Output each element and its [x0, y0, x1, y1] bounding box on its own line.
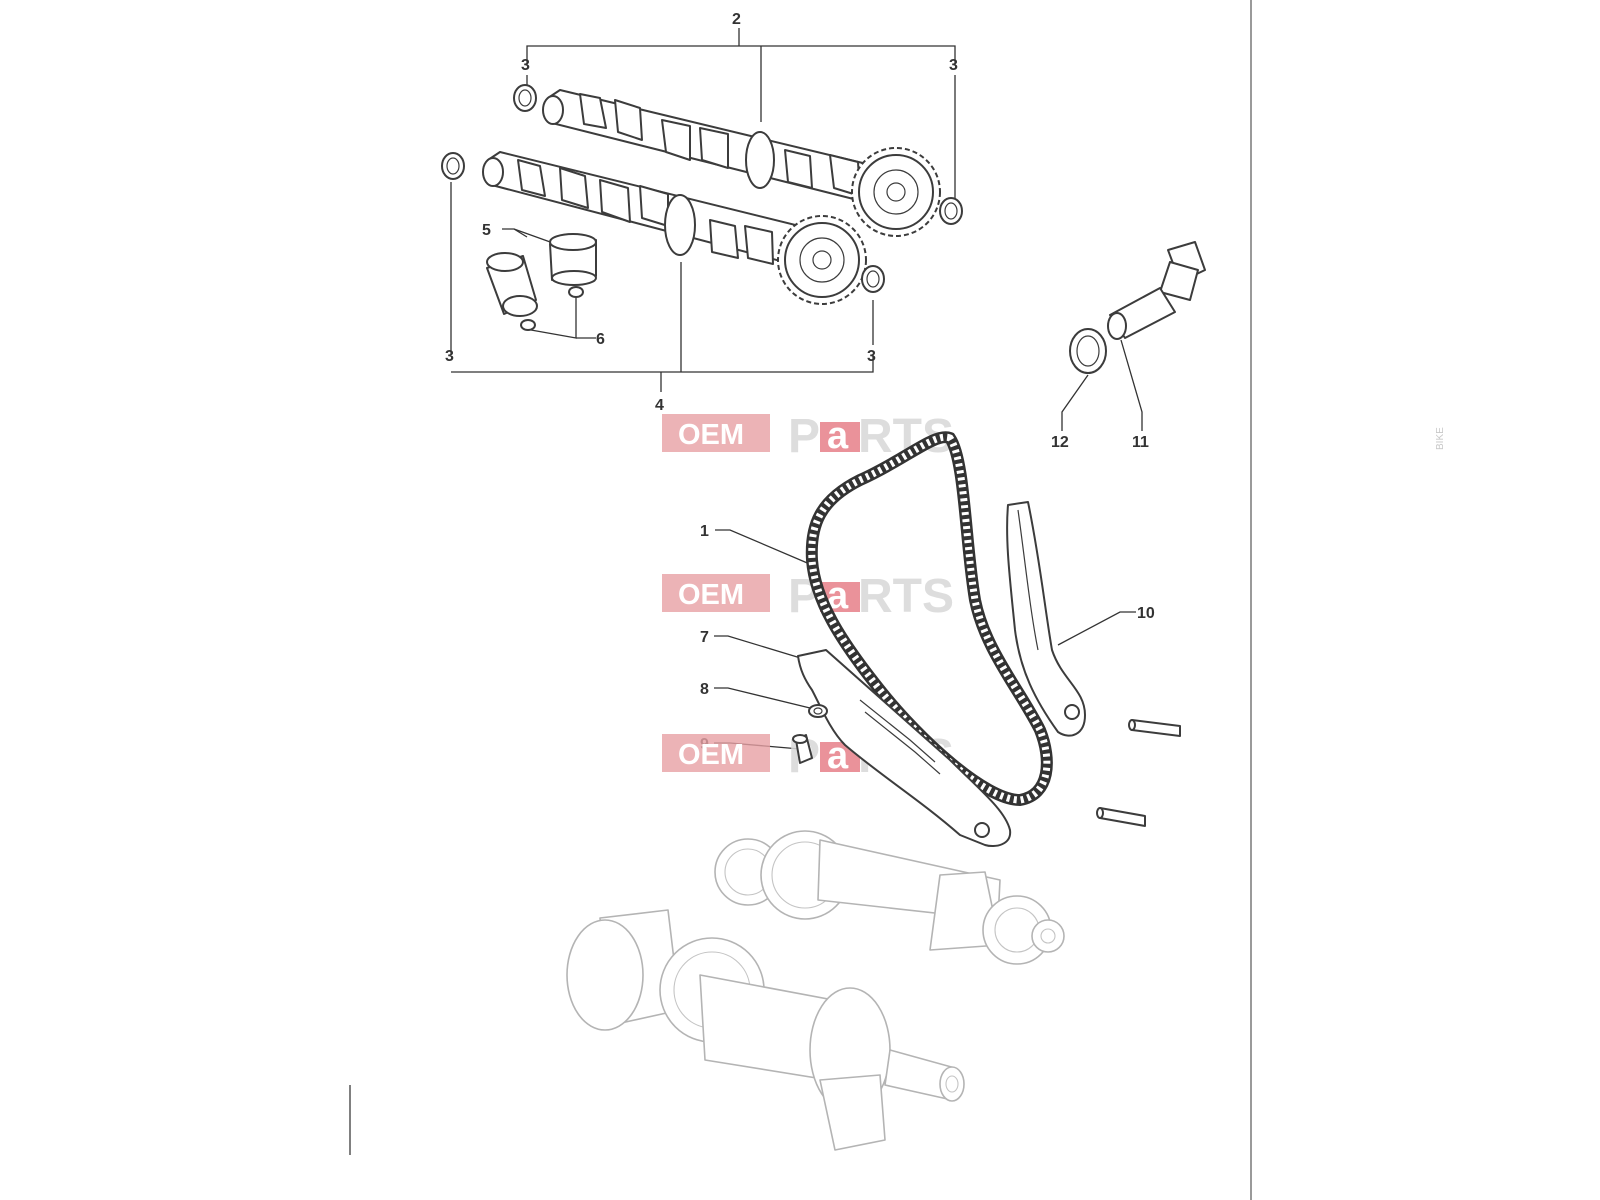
callout-4: 4 [655, 397, 664, 414]
watermark-oembikeparts: OEM BIKE P a RTS OEM P a RTS OEM P a RTS [662, 410, 1446, 783]
tensioner-icon [1069, 241, 1206, 374]
callout-3-bottom-left: 3 [445, 348, 454, 365]
callout-3-bottom-right: 3 [867, 348, 876, 365]
svg-text:OEM: OEM [678, 579, 744, 611]
callout-1: 1 [700, 523, 709, 540]
crankshaft-icon [566, 830, 1065, 1151]
tappet-icon [486, 233, 597, 331]
callout-3-top-left: 3 [521, 57, 530, 74]
callout-8: 8 [700, 681, 709, 698]
tensioner-slipper-icon [792, 649, 1012, 848]
leader-lines [450, 28, 1143, 750]
svg-text:a: a [827, 415, 849, 457]
callout-10: 10 [1137, 605, 1155, 622]
callout-6: 6 [596, 331, 605, 348]
chain-guide-icon [1006, 501, 1086, 737]
svg-text:BIKE: BIKE [1435, 427, 1446, 450]
svg-text:P: P [788, 410, 820, 463]
svg-text:OEM: OEM [678, 739, 744, 771]
callout-7: 7 [700, 629, 709, 646]
svg-text:OEM: OEM [678, 419, 744, 451]
callout-labels: 2 3 3 5 6 3 3 4 12 11 1 10 7 8 9 [445, 11, 1155, 753]
svg-text:a: a [827, 575, 849, 617]
callout-3-top-right: 3 [949, 57, 958, 74]
bearing-ring-icon [441, 84, 963, 293]
svg-text:RTS: RTS [858, 570, 954, 623]
callout-11: 11 [1132, 434, 1149, 451]
callout-12: 12 [1051, 434, 1069, 451]
camshaft-icon [482, 89, 906, 279]
svg-text:a: a [827, 735, 849, 777]
dowel-pin-icon [1096, 719, 1181, 827]
callout-5: 5 [482, 222, 491, 239]
sprocket-icon [777, 147, 941, 305]
callout-2: 2 [732, 11, 741, 28]
